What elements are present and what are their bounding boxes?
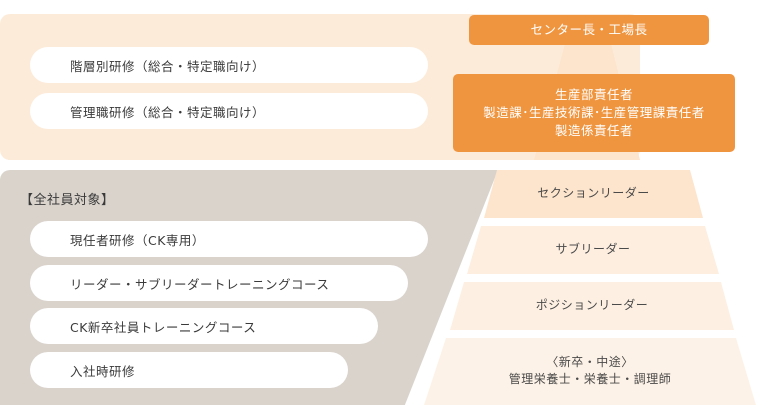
role-production-managers: 生産部責任者 製造課･生産技術課･生産管理課責任者 製造係責任者 (453, 74, 735, 152)
training-item-new-grad-course[interactable]: CK新卒社員トレーニングコース (30, 308, 378, 344)
training-item-current-staff[interactable]: 現任者研修（CK専用） (30, 221, 428, 257)
pyramid-level-4 (424, 338, 756, 405)
training-item-management[interactable]: 管理職研修（総合・特定職向け） (30, 93, 428, 129)
level-entry-staff: 〈新卒・中途〉 管理栄養士・栄養士・調理師 (424, 340, 756, 402)
pyramid-level-2 (467, 226, 719, 274)
entry-line-1: 〈新卒・中途〉 (546, 354, 634, 369)
pyramid-level-1 (484, 170, 703, 218)
role-line-1: 生産部責任者 (554, 86, 633, 102)
entry-line-2: 管理栄養士・栄養士・調理師 (508, 372, 672, 386)
pyramid-level-3 (450, 282, 734, 330)
level-position-leader: ポジションリーダー (535, 298, 649, 313)
level-section-leader: セクションリーダー (537, 186, 650, 201)
role-line-2: 製造課･生産技術課･生産管理課責任者 (483, 104, 705, 120)
all-staff-heading: 【全社員対象】 (20, 193, 115, 208)
role-line-3: 製造係責任者 (554, 123, 633, 139)
training-item-hierarchy[interactable]: 階層別研修（総合・特定職向け） (30, 47, 428, 83)
level-sub-leader: サブリーダー (555, 242, 631, 257)
training-item-onboarding[interactable]: 入社時研修 (30, 352, 348, 388)
training-item-leader-course[interactable]: リーダー・サブリーダートレーニングコース (30, 265, 408, 301)
role-center-manager: センター長・工場長 (469, 15, 709, 45)
